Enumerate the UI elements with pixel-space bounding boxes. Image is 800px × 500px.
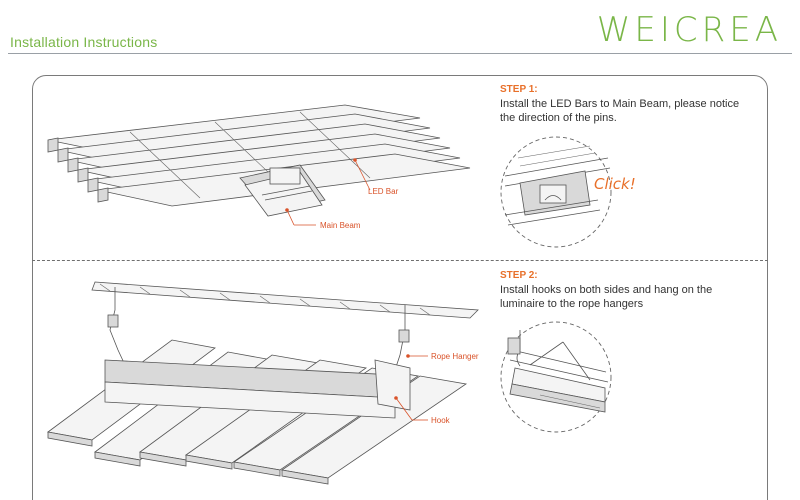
header-rule — [8, 53, 792, 54]
step1-text: Install the LED Bars to Main Beam, pleas… — [500, 98, 740, 124]
callout-rope-hanger: Rope Hanger — [431, 352, 479, 361]
brand-logo: WEICREA — [596, 10, 782, 50]
callout-hook: Hook — [431, 416, 450, 425]
callout-led-bar: LED Bar — [368, 187, 399, 196]
step-divider — [32, 260, 768, 261]
step2-detail — [507, 330, 609, 413]
step1-detail — [504, 145, 611, 226]
instructions-panel — [32, 75, 768, 500]
step1-title: STEP 1: — [500, 84, 538, 95]
header-title: Installation Instructions — [10, 34, 158, 50]
click-label: Click! — [594, 175, 636, 193]
step2-text: Install hooks on both sides and hang on … — [500, 284, 713, 310]
callout-main-beam: Main Beam — [320, 221, 361, 230]
main-beam — [239, 164, 326, 217]
step2-title: STEP 2: — [500, 270, 538, 281]
ceiling-rail — [91, 281, 479, 319]
rope-hangers — [107, 287, 410, 371]
